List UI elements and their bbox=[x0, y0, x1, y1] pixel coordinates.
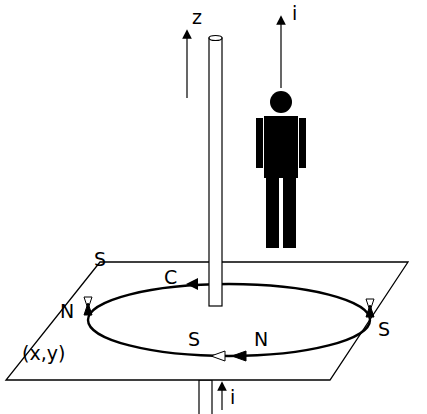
pole-label: S bbox=[188, 330, 200, 349]
pole-label: S bbox=[94, 250, 106, 269]
loop-c bbox=[88, 284, 370, 356]
plane-label: (x,y) bbox=[22, 344, 65, 363]
loop-arrow bbox=[186, 278, 198, 290]
axis-label: z bbox=[192, 8, 202, 27]
pole-label: N bbox=[254, 330, 268, 349]
current-arrow bbox=[280, 20, 281, 88]
current-arrow bbox=[221, 386, 222, 410]
xy-plane bbox=[6, 262, 408, 380]
z-axis-arrow bbox=[186, 34, 187, 98]
current-label: i bbox=[292, 4, 297, 23]
current-label: i bbox=[230, 388, 235, 407]
observer bbox=[256, 91, 306, 248]
pole-label: N bbox=[60, 302, 74, 321]
wire-lower bbox=[199, 380, 212, 414]
wire-upper bbox=[209, 36, 222, 307]
pole-label: S bbox=[378, 320, 390, 339]
loop-label: C bbox=[164, 268, 177, 287]
compass-needles bbox=[84, 297, 374, 361]
